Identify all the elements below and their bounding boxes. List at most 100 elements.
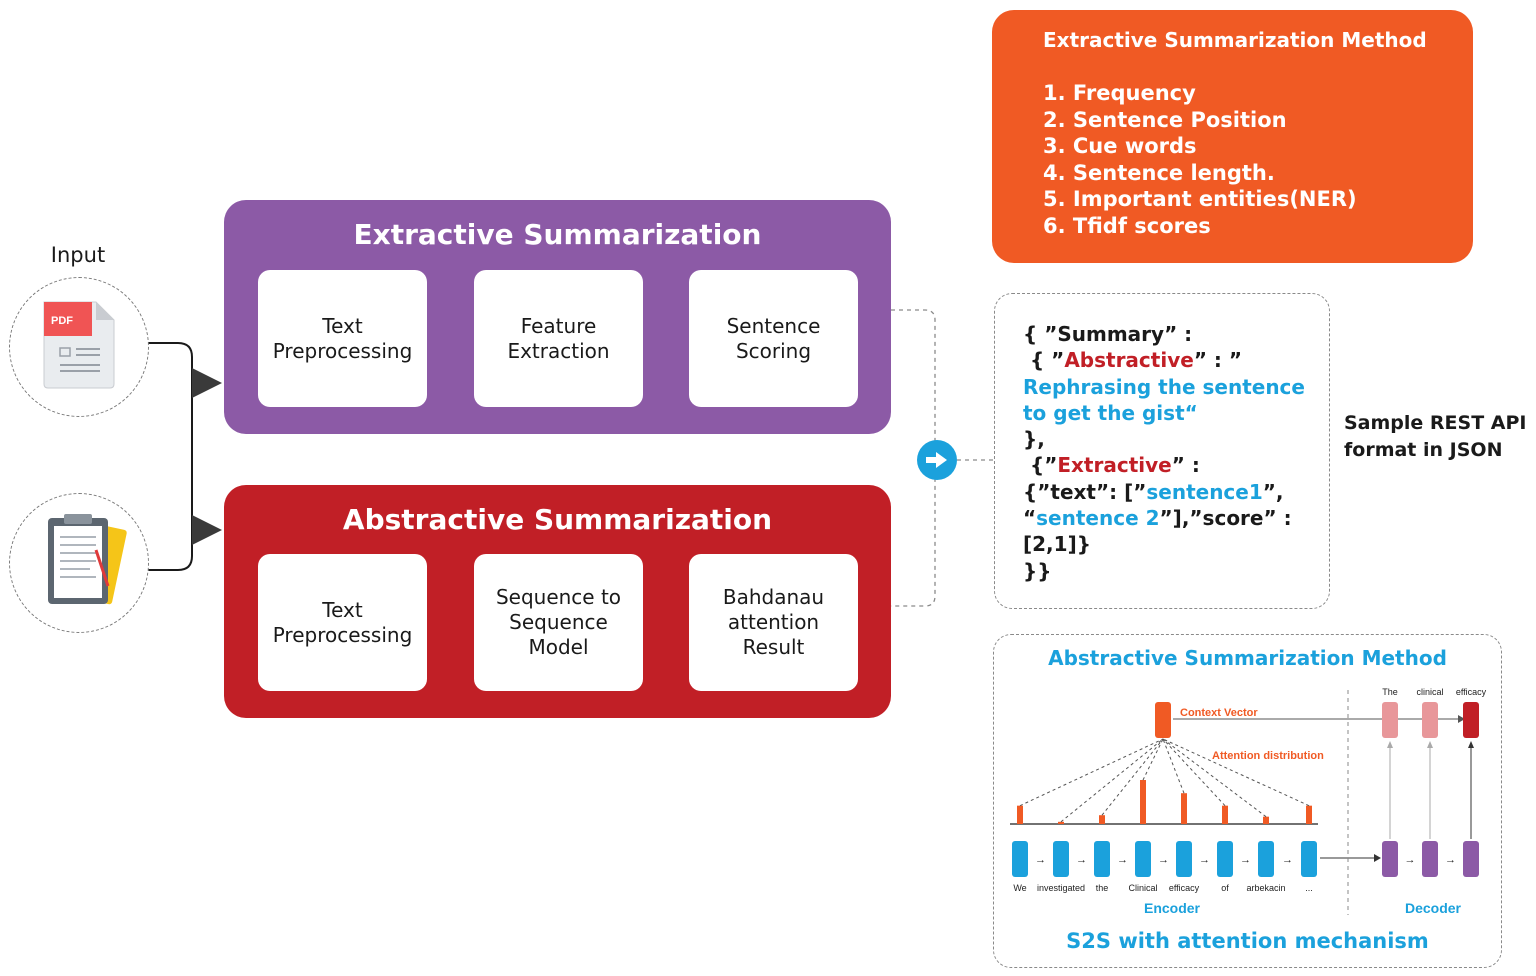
json-value-sentence2: sentence 2 — [1036, 506, 1160, 531]
encoder-arrow: → — [1199, 854, 1210, 866]
pdf-file-icon: PDF — [43, 301, 115, 389]
decoder-token: The — [1382, 687, 1398, 697]
decoder-output — [1463, 702, 1479, 738]
output-arrow-button[interactable] — [917, 440, 957, 480]
json-line: { ”Summary” : — [1023, 322, 1193, 346]
abstractive-arrowhead — [192, 515, 222, 545]
decoder-arrow: → — [1405, 854, 1416, 866]
decoder-cell — [1422, 841, 1438, 877]
method-item: 4. Sentence length. — [1043, 160, 1275, 185]
context-vector-label: Context Vector — [1180, 707, 1258, 719]
attention-bar — [1017, 805, 1023, 824]
pdf-input-circle[interactable]: PDF — [9, 277, 149, 417]
attention-link — [1101, 738, 1164, 816]
encoder-cell — [1217, 841, 1233, 877]
json-sample-text: { ”Summary” : { ”Abstractive” : ”Rephras… — [1023, 321, 1305, 584]
encoder-token: the — [1096, 883, 1109, 893]
decoder-token: efficacy — [1456, 687, 1487, 697]
json-line: }} — [1023, 558, 1052, 583]
attention-link — [1162, 738, 1185, 794]
decoder-cell — [1463, 841, 1479, 877]
decoder-up-arrowhead — [1468, 741, 1474, 748]
attention-bar — [1222, 805, 1228, 824]
encoder-token: ... — [1305, 883, 1313, 893]
extractive-method-box: Extractive Summarization Method 1. Frequ… — [992, 10, 1473, 263]
method-item: 1. Frequency — [1043, 81, 1196, 105]
encoder-cell — [1258, 841, 1274, 877]
abstractive-summarization-panel: Abstractive Summarization Text Preproces… — [224, 485, 891, 718]
json-sample-box: { ”Summary” : { ”Abstractive” : ”Rephras… — [994, 293, 1330, 609]
attention-bar — [1058, 821, 1064, 824]
method-item: 3. Cue words — [1043, 134, 1197, 158]
extractive-panel-title: Extractive Summarization — [353, 218, 762, 251]
encoder-token: Clinical — [1128, 883, 1157, 893]
extractive-method-list: 1. Frequency 2. Sentence Position 3. Cue… — [1043, 80, 1357, 239]
s2s-title: Abstractive Summarization Method — [1048, 646, 1447, 670]
json-key-abstractive: Abstractive — [1064, 348, 1194, 373]
encoder-cell — [1135, 841, 1151, 877]
encoder-cell — [1301, 841, 1317, 877]
json-line: {”text”: [”sentence1”, — [1023, 479, 1284, 504]
extractive-step-sentence-scoring[interactable]: Sentence Scoring — [689, 270, 858, 407]
encoder-arrow: → — [1035, 854, 1046, 866]
abstractive-panel-title: Abstractive Summarization — [342, 503, 773, 536]
method-item: 2. Sentence Position — [1043, 107, 1287, 132]
rest-api-label-line2: format in JSON — [1344, 439, 1503, 461]
encoder-token: investigated — [1037, 883, 1085, 893]
abstractive-step-seq2seq-model[interactable]: Sequence to Sequence Model — [474, 554, 643, 691]
encoder-arrow: → — [1158, 854, 1169, 866]
encoder-token: We — [1013, 883, 1026, 893]
encoder-token: efficacy — [1169, 883, 1200, 893]
json-line: { ”Abstractive” : ” — [1023, 348, 1243, 373]
attention-bar — [1263, 816, 1269, 824]
encoder-label: Encoder — [1144, 900, 1201, 916]
s2s-footer: S2S with attention mechanism — [1066, 929, 1429, 953]
attention-distribution-label: Attention distribution — [1212, 750, 1324, 762]
input-connector — [147, 342, 193, 571]
input-label: Input — [50, 243, 106, 267]
pdf-badge: PDF — [51, 315, 73, 327]
decoder-output — [1382, 702, 1398, 738]
encoder-cell — [1053, 841, 1069, 877]
decoder-label: Decoder — [1405, 900, 1462, 916]
decoder-cell — [1382, 841, 1398, 877]
attention-bar — [1099, 815, 1105, 824]
extractive-summarization-panel: Extractive Summarization Text Preprocess… — [224, 200, 891, 434]
attention-link — [1162, 738, 1226, 807]
extractive-method-title: Extractive Summarization Method — [1043, 28, 1427, 52]
json-line: {”Extractive” : — [1023, 453, 1200, 478]
s2s-attention-box — [993, 634, 1502, 968]
encoder-token: arbekacin — [1246, 883, 1285, 893]
attention-bar — [1181, 793, 1187, 824]
context-vector — [1155, 702, 1171, 738]
attention-link — [1142, 738, 1164, 781]
json-value-abstractive: Rephrasing the sentence — [1023, 374, 1305, 399]
decoder-output — [1422, 702, 1438, 738]
encoder-arrow: → — [1240, 854, 1251, 866]
method-item: 5. Important entities(NER) — [1043, 187, 1357, 211]
decoder-arrow: → — [1445, 854, 1456, 866]
encoder-cell — [1094, 841, 1110, 877]
arrow-right-icon — [926, 452, 947, 468]
encoder-arrow: → — [1117, 854, 1128, 866]
method-item: 6. Tfidf scores — [1043, 213, 1211, 238]
abstractive-step-text-preprocessing[interactable]: Text Preprocessing — [258, 554, 427, 691]
extractive-step-feature-extraction[interactable]: Feature Extraction — [474, 270, 643, 407]
attention-bar — [1140, 780, 1146, 824]
document-input-circle[interactable] — [9, 493, 149, 633]
abstractive-step-bahdanau-attention[interactable]: Bahdanau attention Result — [689, 554, 858, 691]
attention-link — [1019, 738, 1164, 807]
decoder-token: clinical — [1416, 687, 1443, 697]
attention-link — [1162, 738, 1310, 807]
encoder-cell — [1012, 841, 1028, 877]
encoder-cell — [1176, 841, 1192, 877]
rest-api-label-line1: Sample REST API — [1344, 412, 1527, 434]
encoder-token: of — [1221, 883, 1229, 893]
clipboard-icon — [48, 514, 127, 605]
json-line: }, — [1023, 427, 1045, 452]
json-value-sentence1: sentence1 — [1146, 479, 1263, 504]
decoder-up-arrowhead — [1387, 741, 1393, 748]
extractive-step-text-preprocessing[interactable]: Text Preprocessing — [258, 270, 427, 407]
json-line: [2,1]} — [1023, 532, 1091, 557]
attention-bar — [1306, 805, 1312, 824]
